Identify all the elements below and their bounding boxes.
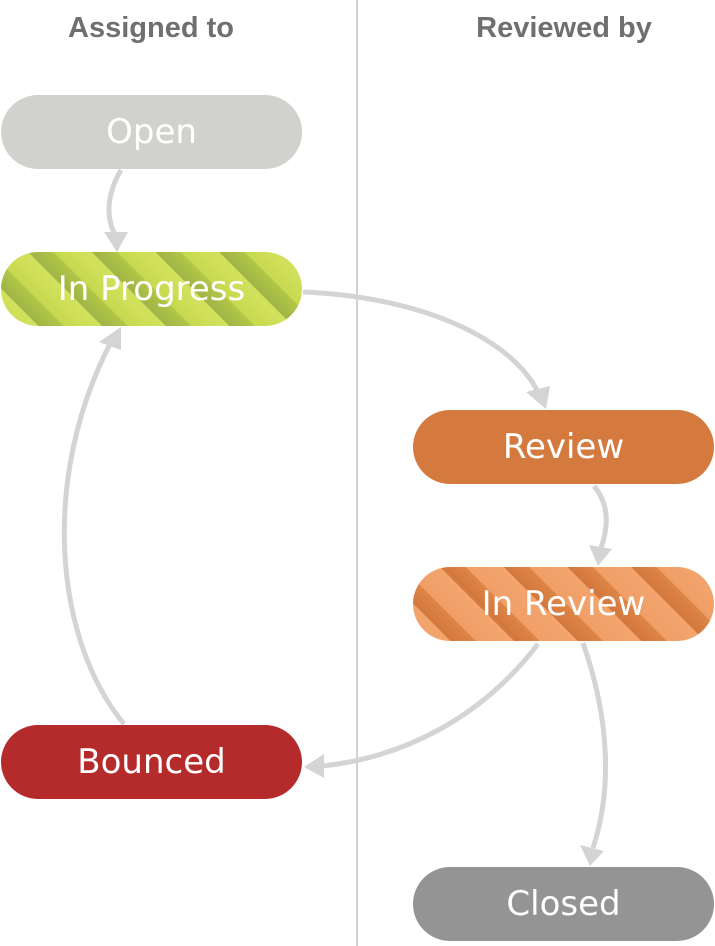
arrow-bounced-to-in-progress (61, 342, 126, 726)
state-open: Open (1, 95, 302, 169)
assigned-to-header: Assigned to (68, 12, 234, 44)
arrow-in-progress-to-review (302, 289, 541, 394)
arrow-open-to-in-progress (106, 168, 124, 238)
arrow-in-review-to-closed (580, 642, 608, 849)
state-review: Review (413, 410, 714, 484)
state-closed: Closed (413, 867, 714, 941)
state-open-label: Open (106, 112, 197, 152)
column-divider (356, 0, 358, 946)
arrowhead-review-to-in-review (589, 545, 612, 566)
arrow-in-review-to-bounced (321, 642, 540, 769)
arrowhead-in-progress-to-review (526, 386, 550, 409)
state-in-review: In Review (413, 567, 714, 641)
state-bounced: Bounced (1, 725, 302, 799)
state-in-review-label: In Review (481, 584, 646, 624)
reviewed-by-header: Reviewed by (476, 12, 652, 44)
arrowhead-bounced-to-in-progress (99, 327, 121, 350)
state-in-progress: In Progress (1, 252, 302, 326)
state-in-progress-label: In Progress (57, 269, 246, 309)
arrowhead-in-review-to-bounced (304, 754, 324, 778)
state-review-label: Review (502, 427, 625, 467)
state-bounced-label: Bounced (77, 742, 226, 782)
arrow-review-to-in-review (592, 484, 609, 549)
arrowhead-in-review-to-closed (580, 845, 604, 866)
state-closed-label: Closed (506, 884, 621, 924)
arrowhead-open-to-in-progress (104, 232, 128, 252)
